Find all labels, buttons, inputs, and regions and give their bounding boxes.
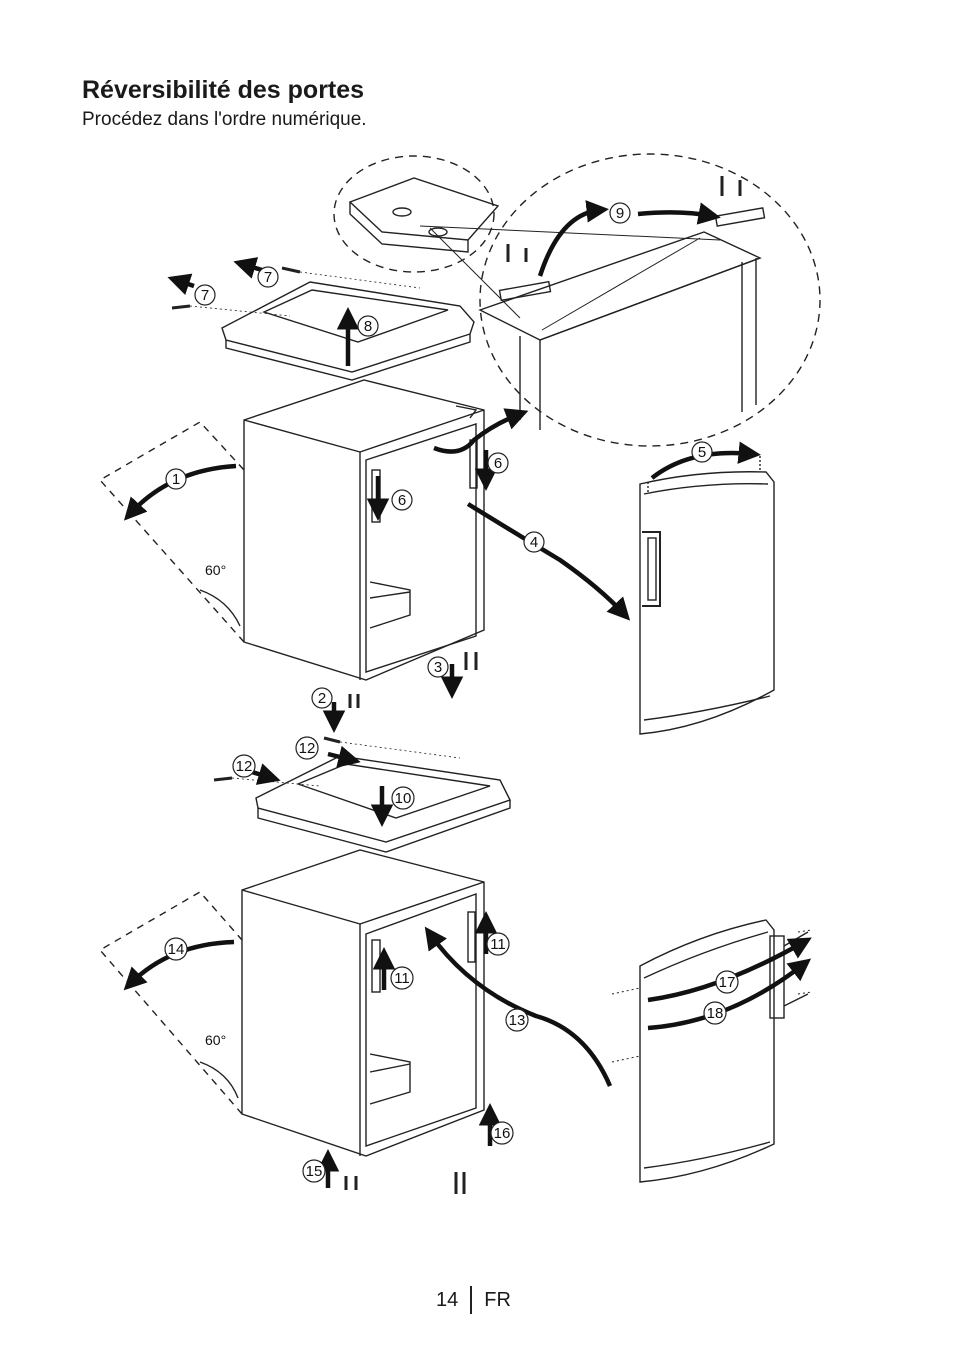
step-3-label: 3 (434, 659, 442, 676)
step-18-label: 18 (707, 1005, 724, 1022)
step-8-label: 8 (364, 318, 372, 335)
lower-door (639, 919, 775, 1183)
step-7-label: 7 (201, 287, 209, 304)
page-footer: 14 FR (436, 1286, 511, 1314)
step-4-label: 4 (530, 534, 538, 551)
footer-divider (470, 1286, 473, 1314)
step-12-label: 12 (236, 758, 253, 775)
step-17-label: 17 (719, 974, 736, 991)
step-16-label: 16 (494, 1125, 511, 1142)
step-11b-label: 11 (490, 936, 506, 953)
upper-cabinet-body (243, 379, 485, 681)
step-9-label: 9 (616, 205, 624, 222)
step-6-label: 6 (398, 492, 406, 509)
step-5-label: 5 (698, 444, 706, 461)
step-6b-label: 6 (494, 455, 502, 472)
step-10-label: 10 (395, 790, 412, 807)
step-7b-label: 7 (264, 269, 272, 286)
language-code: FR (484, 1288, 511, 1311)
page-title: Réversibilité des portes (82, 76, 365, 104)
page-subtitle: Procédez dans l'ordre numérique. (82, 109, 367, 130)
step-2-label: 2 (318, 690, 326, 707)
upper-door (639, 471, 775, 735)
upper-worktop (221, 281, 475, 373)
step-1-label: 1 (172, 471, 180, 488)
angle-label-lower: 60° (205, 1032, 226, 1048)
step-11-label: 11 (394, 970, 410, 987)
step-12b-label: 12 (299, 740, 316, 757)
step-15-label: 15 (306, 1163, 323, 1180)
step-14-label: 14 (168, 941, 185, 958)
page-number: 14 (436, 1288, 459, 1311)
lower-cabinet-body (241, 849, 485, 1157)
step-13-label: 13 (509, 1012, 526, 1029)
angle-label-upper: 60° (205, 562, 226, 578)
